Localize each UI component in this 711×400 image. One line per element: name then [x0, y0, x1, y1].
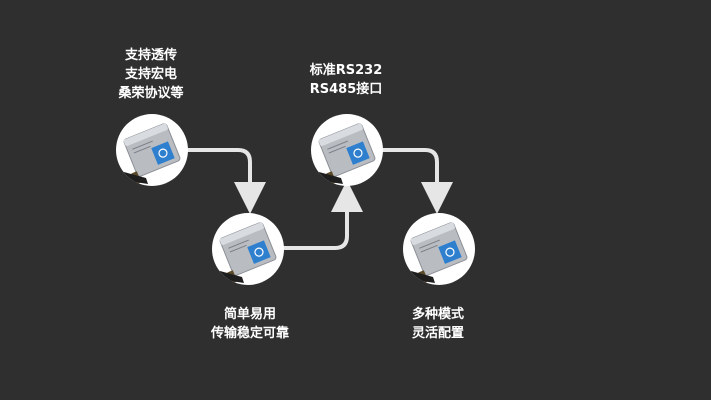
- caption-node-3: 标准RS232 RS485接口: [296, 61, 396, 99]
- caption-line: 多种模式: [393, 305, 483, 324]
- device-node-4: [403, 213, 475, 285]
- gprs-dtu-device-icon: [212, 213, 284, 285]
- caption-line: 桑荣协议等: [106, 84, 196, 103]
- gprs-dtu-device-icon: [311, 114, 383, 186]
- caption-line: 标准RS232: [296, 61, 396, 80]
- device-node-1: [116, 114, 188, 186]
- caption-line: RS485接口: [296, 80, 396, 99]
- caption-line: 支持宏电: [106, 65, 196, 84]
- connector-2-to-3: [283, 196, 347, 248]
- caption-line: 传输稳定可靠: [195, 324, 305, 343]
- gprs-dtu-device-icon: [403, 213, 475, 285]
- device-node-3: [311, 114, 383, 186]
- caption-line: 简单易用: [195, 305, 305, 324]
- caption-line: 灵活配置: [393, 324, 483, 343]
- caption-node-1: 支持透传 支持宏电 桑荣协议等: [106, 46, 196, 103]
- caption-line: 支持透传: [106, 46, 196, 65]
- caption-node-4: 多种模式 灵活配置: [393, 305, 483, 343]
- connector-3-to-4: [380, 150, 437, 198]
- caption-node-2: 简单易用 传输稳定可靠: [195, 305, 305, 343]
- device-node-2: [212, 213, 284, 285]
- gprs-dtu-device-icon: [116, 114, 188, 186]
- connector-1-to-2: [186, 150, 250, 198]
